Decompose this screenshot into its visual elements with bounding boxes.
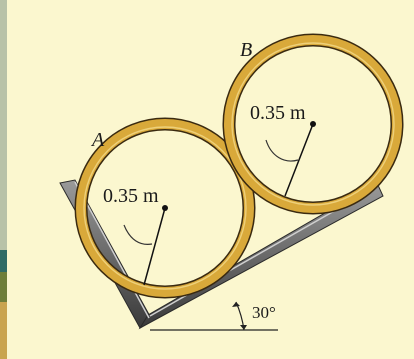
center-point-b — [310, 121, 316, 127]
angle-label: 30° — [252, 303, 276, 322]
radius-line-b — [284, 123, 314, 197]
pipe-a — [74, 117, 256, 299]
pipe-b — [222, 33, 404, 215]
radius-arc-a — [123, 224, 153, 245]
left-edge-photo-strip — [0, 0, 7, 359]
angle-arrowhead-bottom — [240, 325, 247, 330]
radius-label-a: 0.35 m — [103, 185, 159, 207]
radius-line-a — [143, 207, 166, 286]
pipe-a-label: A — [90, 129, 105, 151]
radius-arc-b — [265, 139, 299, 162]
radius-label-b: 0.35 m — [250, 102, 306, 124]
center-point-a — [162, 205, 168, 211]
angle-arrowhead-top — [232, 302, 240, 307]
pipe-b-label: B — [240, 39, 252, 61]
